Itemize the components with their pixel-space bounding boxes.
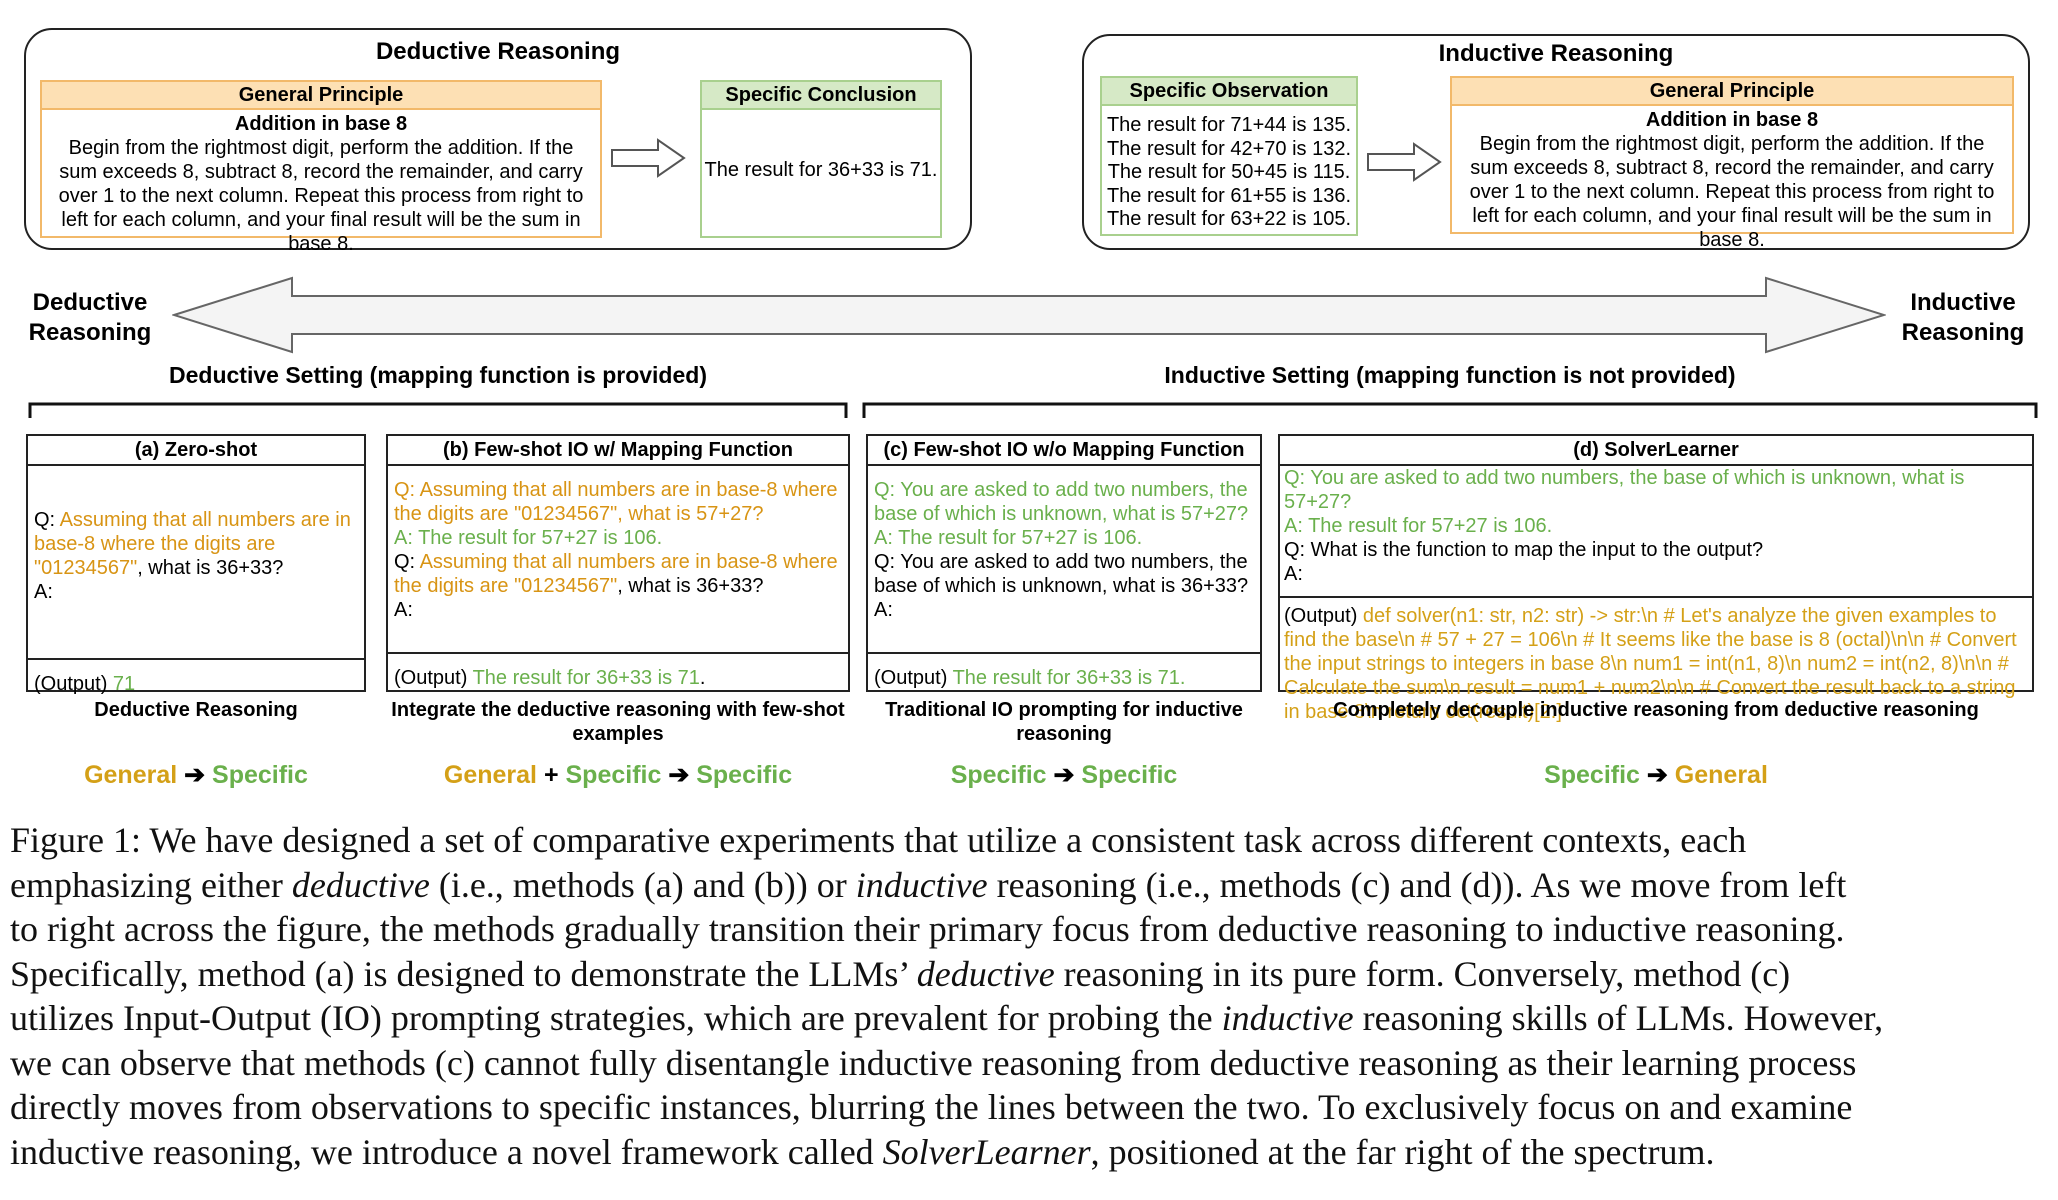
spectrum-left-label: Deductive Reasoning bbox=[28, 289, 152, 346]
caption-line: we can observe that methods (c) cannot f… bbox=[10, 1042, 1857, 1083]
panel-c-caption: Traditional IO prompting for inductive r… bbox=[885, 699, 1243, 745]
panel-a-prompt: Q: Assuming that all numbers are in base… bbox=[34, 509, 351, 603]
panel-d-output: (Output) def solver(n1: str, n2: str) ->… bbox=[1280, 596, 2032, 724]
panel-d-caption: Completely decouple inductive reasoning … bbox=[1333, 699, 1979, 721]
inductive-reasoning-title: Inductive Reasoning bbox=[1438, 40, 1674, 67]
panel-a-output: (Output) 71 bbox=[28, 658, 364, 696]
panel-few-shot-without-mapping: (c) Few-shot IO w/o Mapping Function Q: … bbox=[866, 434, 1262, 692]
caption-line: Figure 1: We have designed a set of comp… bbox=[10, 820, 1747, 860]
caption-line: Specifically, method (a) is designed to … bbox=[10, 953, 1791, 994]
inductive-general-principle: General Principle Addition in base 8 Beg… bbox=[1450, 76, 2014, 251]
right-arrow-icon bbox=[1367, 142, 1442, 182]
principle-subtitle: Addition in base 8 bbox=[234, 113, 408, 135]
observation-line: The result for 42+70 is 132. bbox=[1106, 137, 1352, 160]
panel-c-head: (c) Few-shot IO w/o Mapping Function bbox=[868, 436, 1260, 466]
spectrum-right-label: Inductive Reasoning bbox=[1901, 289, 2025, 346]
observation-line: The result for 63+22 is 105. bbox=[1106, 208, 1352, 230]
observation-line: The result for 50+45 is 115. bbox=[1107, 161, 1351, 183]
caption-line: directly moves from observations to spec… bbox=[10, 1087, 1853, 1127]
panel-b-head: (b) Few-shot IO w/ Mapping Function bbox=[388, 436, 848, 466]
principle-body: Begin from the rightmost digit, perform … bbox=[1469, 133, 1995, 251]
panel-a-flow: General ➔ Specific bbox=[84, 761, 308, 789]
spectrum-double-arrow-icon bbox=[172, 276, 1886, 354]
panel-b-flow: General + Specific ➔ Specific bbox=[443, 761, 793, 789]
specific-observation: Specific Observation The result for 71+4… bbox=[1100, 76, 1358, 236]
caption-line: utilizes Input-Output (IO) prompting str… bbox=[10, 998, 1884, 1038]
panel-d-head: (d) SolverLearner bbox=[1280, 436, 2032, 466]
figure-caption: Figure 1: We have designed a set of comp… bbox=[10, 818, 2050, 1174]
panel-c-prompt: Q: You are asked to add two numbers, the… bbox=[874, 479, 1249, 621]
panel-few-shot-with-mapping: (b) Few-shot IO w/ Mapping Function Q: A… bbox=[386, 434, 850, 692]
panel-b-caption: Integrate the deductive reasoning with f… bbox=[391, 699, 845, 745]
panel-d-flow: Specific ➔ General bbox=[1544, 761, 1768, 789]
caption-line: emphasizing either deductive (i.e., meth… bbox=[10, 864, 1847, 905]
deductive-setting-label: Deductive Setting (mapping function is p… bbox=[169, 362, 707, 388]
panel-a-caption: Deductive Reasoning bbox=[94, 699, 298, 721]
panel-solverlearner: (d) SolverLearner Q: You are asked to ad… bbox=[1278, 434, 2034, 723]
principle-subtitle: Addition in base 8 bbox=[1645, 109, 1819, 131]
general-principle-head: General Principle bbox=[1452, 78, 2012, 106]
specific-observation-head: Specific Observation bbox=[1102, 78, 1356, 106]
deductive-general-principle: General Principle Addition in base 8 Beg… bbox=[40, 80, 602, 255]
principle-body: Begin from the rightmost digit, perform … bbox=[58, 137, 584, 255]
panel-d-prompt: Q: You are asked to add two numbers, the… bbox=[1284, 467, 1965, 585]
panel-b-output: (Output) The result for 36+33 is 71. bbox=[388, 652, 848, 690]
specific-conclusion-head: Specific Conclusion bbox=[702, 82, 940, 110]
solver-code: def solver(n1: str, n2: str) -> str:\n #… bbox=[1284, 605, 2017, 723]
right-arrow-icon bbox=[611, 138, 686, 178]
panel-c-flow: Specific ➔ Specific bbox=[950, 761, 1178, 789]
specific-conclusion: Specific Conclusion The result for 36+33… bbox=[700, 80, 942, 238]
panel-a-head: (a) Zero-shot bbox=[28, 436, 364, 466]
deductive-reasoning-title: Deductive Reasoning bbox=[375, 38, 621, 65]
conclusion-body: The result for 36+33 is 71. bbox=[704, 159, 938, 181]
panel-zero-shot: (a) Zero-shot Q: Assuming that all numbe… bbox=[26, 434, 366, 695]
observation-list: The result for 71+44 is 135. The result … bbox=[1102, 114, 1356, 232]
inductive-setting-label: Inductive Setting (mapping function is n… bbox=[1164, 362, 1736, 388]
panel-c-output: (Output) The result for 36+33 is 71. bbox=[868, 652, 1260, 690]
observation-line: The result for 71+44 is 135. bbox=[1106, 114, 1352, 136]
observation-line: The result for 61+55 is 136. bbox=[1106, 184, 1352, 207]
caption-line: inductive reasoning, we introduce a nove… bbox=[10, 1131, 1715, 1172]
general-principle-head: General Principle bbox=[42, 82, 600, 110]
panel-b-prompt: Q: Assuming that all numbers are in base… bbox=[394, 479, 838, 621]
deductive-setting-bracket bbox=[28, 402, 848, 418]
inductive-setting-bracket bbox=[862, 402, 2038, 418]
caption-line: to right across the figure, the methods … bbox=[10, 909, 1845, 949]
